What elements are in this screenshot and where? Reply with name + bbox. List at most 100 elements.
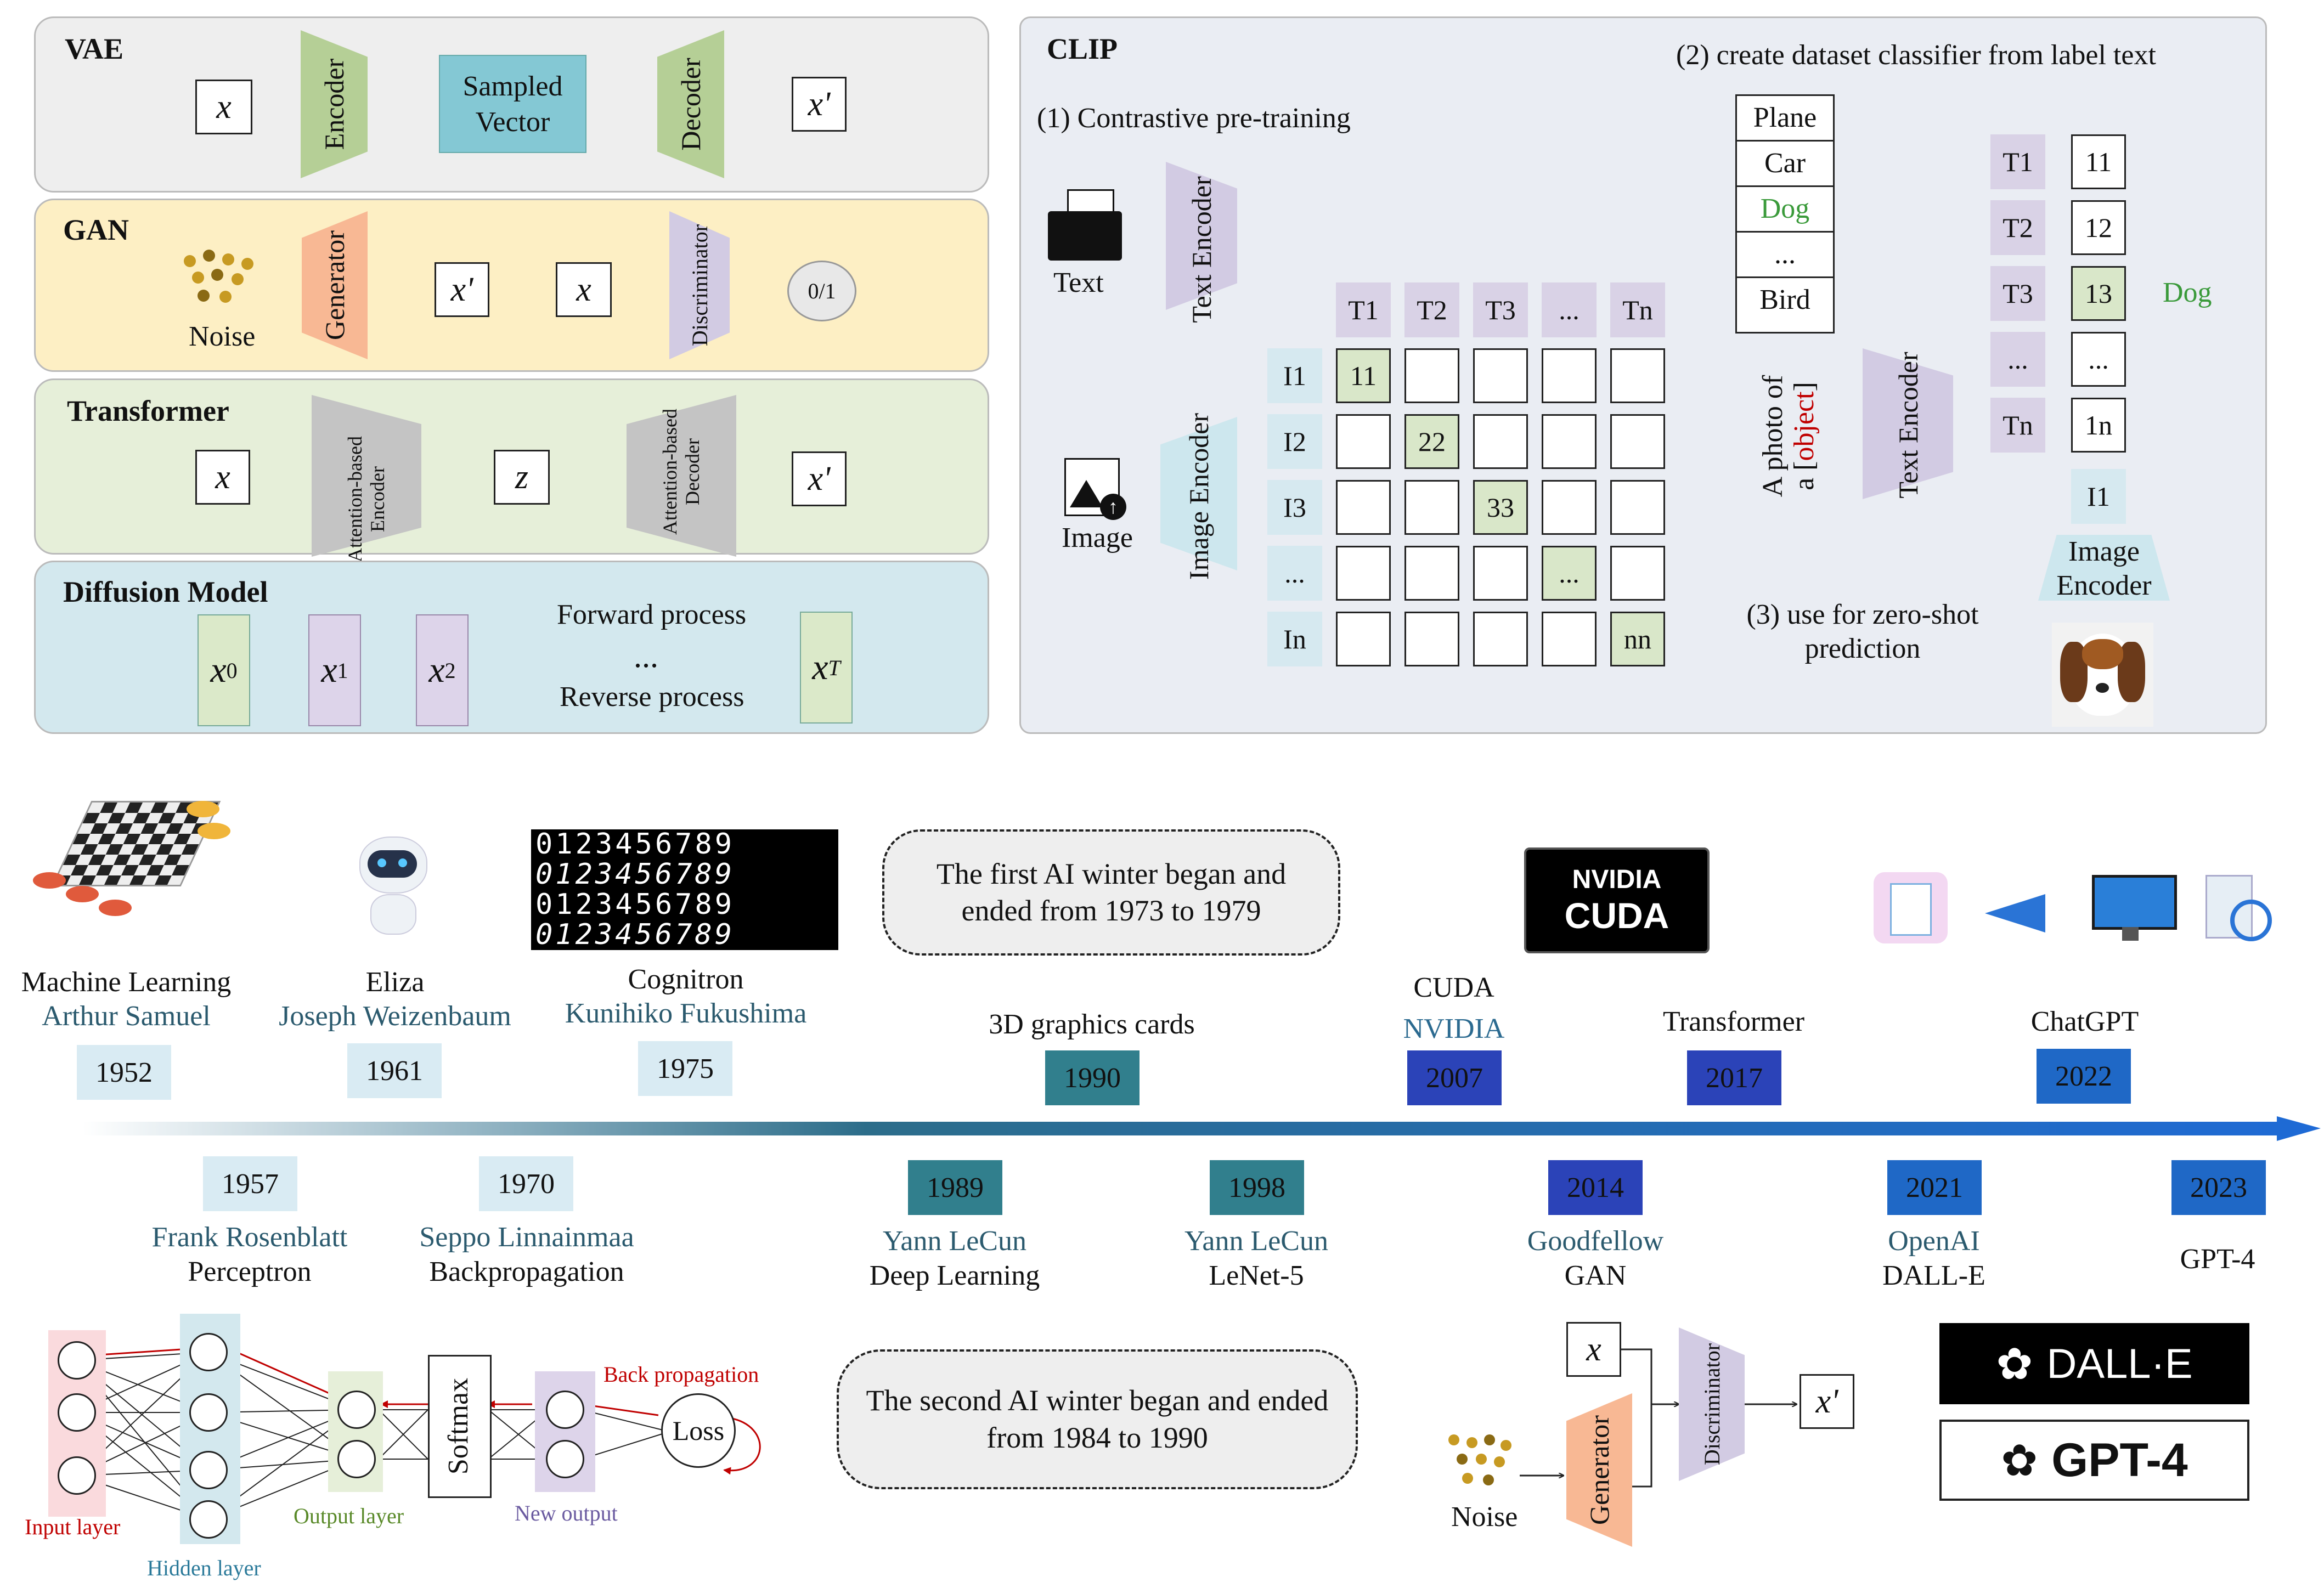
image-upload-icon: ↑ [1062, 455, 1127, 521]
clip-text-encoder [1166, 162, 1237, 310]
milestone-who: Kunihiko Fukushima [565, 998, 807, 1029]
year-badge: 2021 [1887, 1160, 1982, 1215]
transformer-latent: z [494, 450, 550, 505]
milestone-title: Transformer [1662, 1006, 1805, 1037]
vae-title: VAE [65, 32, 124, 65]
milestone-title: 3D graphics cards [989, 1009, 1195, 1040]
softmax-box [428, 1355, 492, 1498]
similarity-cell [1610, 546, 1665, 601]
vae-sampled-label: Sampled Vector [462, 70, 563, 138]
similarity-cell [1404, 480, 1459, 535]
zero-shot-cell-match: 13 [2071, 266, 2126, 321]
clip-t-header: T1 [1336, 282, 1391, 337]
similarity-cell [1473, 612, 1528, 666]
similarity-cell-diagonal: 11 [1336, 348, 1391, 403]
year-badge: 1975 [638, 1041, 732, 1096]
clip-text-encoder-2-label: Text Encoder [1892, 352, 1923, 499]
gan2-generator-label: Generator [1584, 1415, 1615, 1525]
milestone-who: Joseph Weizenbaum [279, 1001, 511, 1032]
year-badge: 1990 [1045, 1050, 1140, 1105]
gan-noise-label: Noise [189, 321, 256, 352]
diffusion-title: Diffusion Model [63, 575, 268, 608]
clip-t-list-item: ... [1990, 332, 2045, 387]
milestone-title: ChatGPT [2030, 1006, 2139, 1037]
similarity-cell [1404, 546, 1459, 601]
vae-input: x [195, 80, 252, 134]
milestone-title: Cognitron [628, 964, 744, 995]
transformer-title: Transformer [67, 394, 229, 427]
vae-encoder-label: Encoder [319, 58, 349, 150]
year-badge: 1989 [908, 1160, 1002, 1215]
year-badge: 1970 [479, 1156, 573, 1211]
clip-t-header: T3 [1473, 282, 1528, 337]
year-badge: 2017 [1687, 1050, 1781, 1105]
nn-node [546, 1391, 584, 1429]
gan-discriminator-label: Discriminator [687, 224, 712, 347]
transformer-encoder-label: Attention-based Encoder [343, 436, 388, 562]
document-icon [1874, 872, 1948, 943]
clip-i-header: ... [1267, 546, 1322, 601]
transformer-output: x' [792, 451, 847, 506]
vae-decoder [657, 30, 724, 178]
gan2-discriminator [1679, 1327, 1745, 1481]
dalle-logo: ✿ DALL·E [1939, 1323, 2249, 1404]
similarity-cell [1404, 348, 1459, 403]
clip-i-header: I2 [1267, 414, 1322, 469]
similarity-cell-diagonal: nn [1610, 612, 1665, 666]
dalle-text: DALL·E [2046, 1340, 2193, 1387]
zero-shot-cell: 12 [2071, 200, 2126, 255]
milestone-who: OpenAI [1888, 1225, 1980, 1257]
nn-node [189, 1333, 228, 1371]
similarity-cell [1542, 348, 1597, 403]
ai-winter-1: The first AI winter began and ended from… [882, 829, 1340, 956]
nvidia-logo-text: NVIDIA [1572, 865, 1662, 894]
softmax-label: Softmax [442, 1377, 474, 1475]
nn-node [546, 1440, 584, 1478]
year-badge: 2014 [1548, 1160, 1643, 1215]
vae-output: x' [792, 77, 847, 132]
clip-image-label: Image [1062, 522, 1133, 553]
gan2-noise-label: Noise [1451, 1501, 1518, 1533]
similarity-cell-diagonal: ... [1542, 546, 1597, 601]
backprop-label: Back propagation [603, 1362, 759, 1387]
ai-winter-2: The second AI winter began and ended fro… [837, 1349, 1358, 1489]
milestone-title: LeNet-5 [1209, 1260, 1304, 1291]
folder-icon [1042, 187, 1127, 269]
gan-result: 0/1 [787, 261, 856, 321]
clip-step1: (1) Contrastive pre-training [1037, 103, 1351, 134]
clip-i1-header: I1 [2071, 469, 2126, 524]
year-badge: 1998 [1210, 1160, 1304, 1215]
year-badge: 1961 [347, 1043, 442, 1098]
clip-t-header: ... [1542, 282, 1597, 337]
clip-t-list-item: T3 [1990, 266, 2045, 321]
nvidia-cuda-logo: NVIDIA CUDA [1524, 847, 1710, 953]
similarity-cell [1610, 348, 1665, 403]
transformer-input: x [195, 450, 250, 505]
gan2-x: x [1566, 1322, 1621, 1377]
nn-node [58, 1456, 96, 1495]
nn-node [58, 1341, 96, 1380]
milestone-title: CUDA [1413, 972, 1494, 1003]
clip-t-list-item: T2 [1990, 200, 2045, 255]
year-badge: 2023 [2171, 1160, 2266, 1215]
nn-node [189, 1393, 228, 1432]
digits-row: 0123456789 [535, 829, 735, 861]
robot-icon [357, 834, 428, 938]
openai-icon: ✿ [1996, 1339, 2033, 1388]
nn-node [337, 1440, 376, 1478]
checkers-board-image [33, 790, 230, 922]
milestone-title: DALL-E [1882, 1260, 1985, 1291]
clip-image-encoder-label: Image Encoder [1183, 413, 1214, 580]
nn-node [189, 1500, 228, 1539]
milestone-who: NVIDIA [1403, 1013, 1505, 1044]
class-item: Bird [1759, 284, 1810, 315]
clip-i-header: In [1267, 612, 1322, 666]
clip-i-header: I1 [1267, 348, 1322, 403]
clip-title: CLIP [1047, 32, 1118, 65]
clip-image-encoder-2-label: Image Encoder [2056, 536, 2152, 602]
transformer-encoder [312, 395, 421, 557]
